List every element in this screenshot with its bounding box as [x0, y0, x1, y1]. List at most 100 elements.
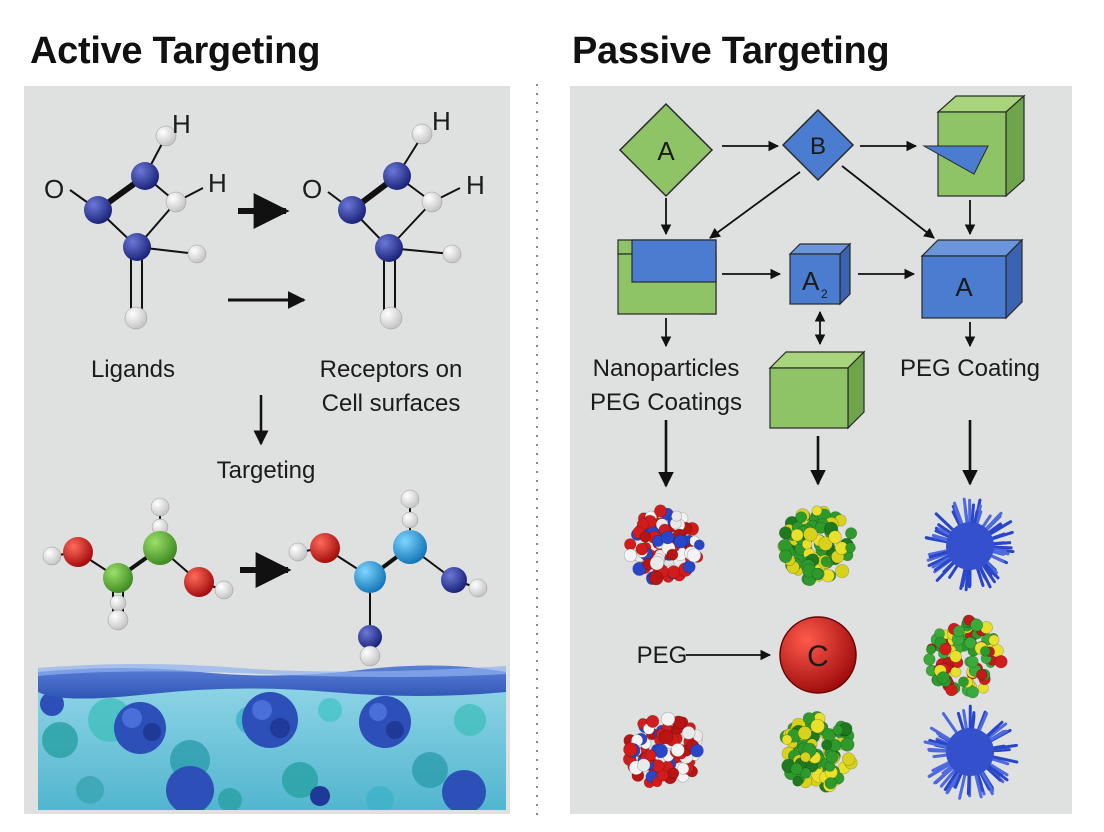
nanoparticle-bead	[824, 777, 837, 790]
peg-coatings-label: PEG Coatings	[590, 389, 742, 416]
carbon-atom	[143, 531, 177, 565]
node-a-label: A	[657, 136, 675, 166]
nanoparticle-bead	[845, 527, 858, 540]
peg-label: PEG	[637, 642, 688, 669]
hydrogen-atom	[401, 511, 419, 529]
node-b-label: B	[810, 133, 826, 160]
hydrogen-atom	[214, 580, 234, 600]
nanoparticle-bead	[654, 504, 667, 518]
nanoparticle-bead	[818, 536, 833, 551]
node-a-diamond	[618, 102, 714, 198]
nanoparticle-bead	[800, 751, 811, 763]
node-a2-cube	[788, 242, 852, 306]
atom-label-h: H	[432, 106, 451, 136]
carbon-atom	[103, 563, 133, 593]
nanoparticle-bead	[778, 526, 792, 540]
node-a-cube	[920, 238, 1024, 320]
hydrogen-atom	[109, 594, 127, 612]
nanoparticle-bead	[802, 712, 816, 725]
nanoparticle-bead	[790, 762, 803, 776]
hydrogen-atom	[187, 244, 207, 264]
nanoparticle-bead	[648, 570, 664, 586]
nanoparticle-bead	[644, 749, 657, 762]
nanoparticle-bead	[950, 666, 962, 678]
nanoparticle-bead	[639, 531, 651, 543]
atom-label-o: O	[44, 174, 64, 204]
node-a2-label: A	[802, 266, 820, 296]
ligand-molecule: H H O	[44, 109, 227, 330]
nanoparticle-bead	[845, 542, 856, 553]
hydrogen-atom	[165, 191, 187, 213]
flow-arrows	[660, 140, 976, 348]
node-green-cube-middle	[768, 350, 866, 430]
nanoparticle-bead	[828, 530, 842, 544]
nanoparticle-bead	[686, 548, 702, 563]
nanoparticle-bead	[936, 671, 950, 685]
bound-complex-molecule	[288, 489, 488, 667]
carbon-atom	[393, 530, 427, 564]
hydrogen-atom	[150, 497, 170, 517]
peg-coating-label: PEG Coating	[900, 355, 1040, 382]
nanoparticle-bead	[925, 644, 936, 655]
atom-label-h: H	[466, 170, 485, 200]
oxygen-atom	[310, 533, 340, 563]
nanoparticle-core	[946, 522, 994, 570]
nanoparticle-bead	[624, 538, 637, 551]
nanoparticle-bead	[623, 548, 638, 562]
nanoparticle-bead	[832, 724, 844, 736]
nanoparticle-bead	[690, 743, 704, 758]
node-blue-green-box	[617, 239, 717, 315]
hydrogen-atom	[400, 489, 420, 509]
nanoparticle-bead	[667, 767, 680, 779]
nanoparticle-bead	[671, 510, 683, 522]
hydrogen-atom	[421, 191, 443, 213]
node-green-cube-top	[922, 94, 1026, 198]
nanoparticle-bead	[666, 548, 679, 561]
cell-surface-tissue	[38, 664, 506, 810]
nanoparticle-bead	[693, 539, 705, 551]
nanoparticle-bead	[811, 568, 823, 580]
nitrogen-atom	[358, 625, 382, 649]
nanoparticle-bead	[623, 742, 638, 757]
hydrogen-atom	[379, 306, 403, 330]
node-a-cube-label: A	[955, 272, 973, 302]
nanoparticle-bead	[790, 528, 804, 542]
nanoparticle-bead	[820, 556, 832, 568]
nanoparticle-bead	[792, 775, 803, 787]
nanoparticle-bead	[840, 737, 855, 752]
atom-label-h: H	[208, 168, 227, 198]
nanoparticle-blue-spiky	[924, 497, 1015, 592]
nitrogen-atom	[131, 162, 159, 190]
nitrogen-atom	[383, 162, 411, 190]
nanoparticle-bead	[649, 555, 665, 571]
nanoparticles-label: Nanoparticles	[593, 355, 740, 382]
targeting-label: Targeting	[217, 457, 316, 484]
nanoparticle-bead	[797, 726, 812, 741]
nanoparticle-bead	[681, 725, 696, 740]
nanoparticle-bead	[670, 743, 685, 757]
nitrogen-atom	[338, 196, 366, 224]
ligands-label: Ligands	[91, 356, 175, 383]
ligand-complex-molecule	[42, 497, 234, 631]
hydrogen-atom	[288, 542, 308, 562]
hydrogen-atom	[359, 645, 381, 667]
oxygen-atom	[63, 537, 93, 567]
hydrogen-atom	[411, 123, 433, 145]
nanoparticle-red-green-mixed	[923, 614, 1008, 699]
hydrogen-atom	[155, 125, 177, 147]
nanoparticle-bead	[841, 752, 856, 766]
nanoparticle-red-white	[623, 504, 705, 586]
nanoparticle-bead	[660, 530, 675, 545]
nanoparticle-bead	[994, 655, 1008, 669]
nanoparticle-bead	[835, 564, 850, 579]
nitrogen-atom	[84, 196, 112, 224]
node-c-label: C	[807, 640, 829, 673]
active-targeting-title: Active Targeting	[30, 30, 321, 72]
hydrogen-atom	[442, 244, 462, 264]
passive-targeting-title: Passive Targeting	[572, 30, 890, 72]
nanoparticle-bead	[781, 734, 793, 746]
downward-arrows	[658, 420, 978, 661]
nanoparticle-bead	[979, 645, 991, 657]
atom-label-o: O	[302, 174, 322, 204]
